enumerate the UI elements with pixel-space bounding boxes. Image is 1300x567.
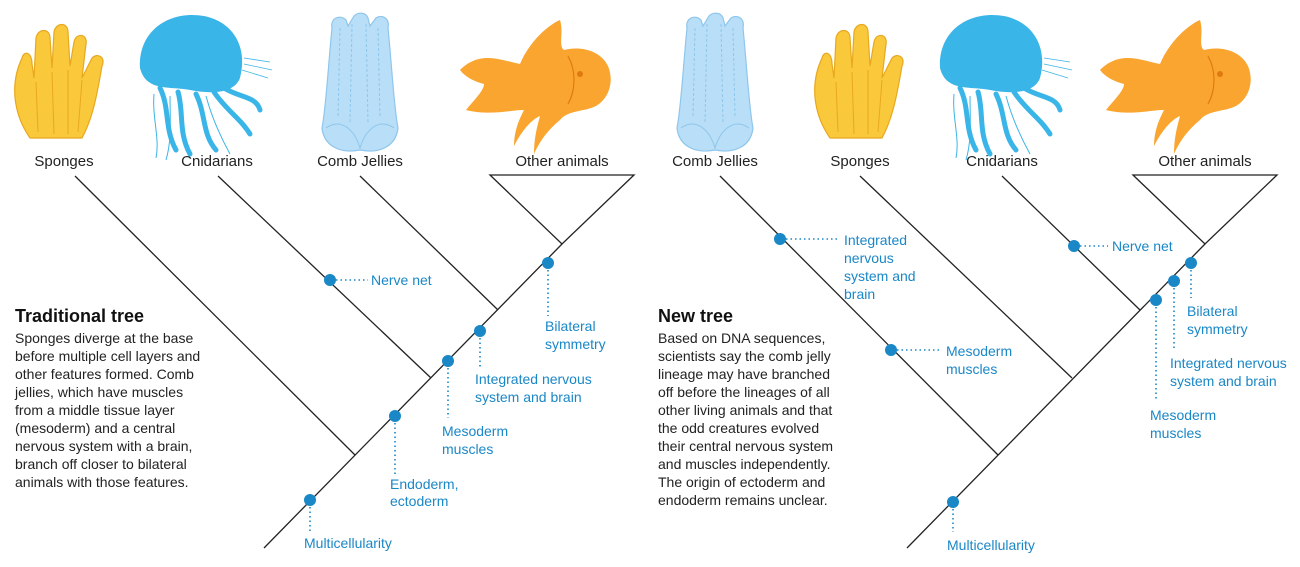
panel-description: Sponges diverge at the base before multi… [15, 330, 201, 490]
comb-jelly-illustration [676, 12, 754, 152]
feature-label-mesoderm: muscles [1150, 425, 1201, 441]
clade-other-animals [1131, 174, 1279, 245]
feature-label-bilateral: symmetry [545, 336, 606, 352]
sponge-illustration [814, 23, 904, 139]
branch-sponges [859, 175, 1073, 379]
clade-other-animals [488, 174, 636, 245]
taxon-label-cnidarians: Cnidarians [181, 153, 253, 170]
feature-dot [1168, 275, 1180, 287]
new-tree-caption: New tree Based on DNA sequences, scienti… [658, 306, 838, 509]
traditional-tree-caption: Traditional tree Sponges diverge at the … [15, 306, 205, 491]
feature-label-endoderm: Endoderm, [390, 476, 458, 492]
feature-label-integrated-nervous: system and [844, 268, 916, 284]
taxon-label-comb-jellies: Comb Jellies [317, 153, 403, 170]
feature-dot [885, 344, 897, 356]
branch-comb-jellies [719, 175, 999, 456]
taxon-label-cnidarians: Cnidarians [966, 153, 1038, 170]
new-tree: Comb Jellies Sponges Cnidarians Other an… [672, 153, 1287, 553]
feature-label-mesoderm: Mesoderm [442, 423, 508, 439]
taxon-label-sponges: Sponges [34, 153, 93, 170]
feature-label-mesoderm: Mesoderm [946, 343, 1012, 359]
taxon-label-comb-jellies: Comb Jellies [672, 153, 758, 170]
feature-label-nerve-net: Nerve net [1112, 238, 1173, 254]
cnidarian-illustration [140, 15, 272, 160]
feature-label-integrated-nervous: Integrated nervous [1170, 355, 1287, 371]
feature-dot [1068, 240, 1080, 252]
feature-label-mesoderm: muscles [946, 361, 997, 377]
feature-label-multicellularity: Multicellularity [304, 535, 392, 551]
traditional-tree: Sponges Cnidarians Comb Jellies Other an… [34, 153, 636, 551]
feature-label-integrated-nervous: system and brain [475, 389, 582, 405]
feature-label-integrated-nervous: brain [844, 286, 875, 302]
comb-jelly-illustration [321, 12, 399, 152]
feature-label-bilateral: symmetry [1187, 321, 1248, 337]
feature-label-mesoderm: muscles [442, 441, 493, 457]
panel-title: New tree [658, 306, 734, 326]
fish-illustration [459, 19, 612, 155]
taxon-label-other-animals: Other animals [515, 153, 608, 170]
panel-description: Based on DNA sequences, scientists say t… [658, 330, 834, 508]
feature-label-nerve-net: Nerve net [371, 272, 432, 288]
branch-sponges [74, 175, 356, 456]
feature-label-bilateral: Bilateral [545, 318, 596, 334]
cnidarian-illustration [940, 15, 1072, 160]
feature-label-integrated-nervous: system and brain [1170, 373, 1277, 389]
feature-label-endoderm: ectoderm [390, 493, 448, 509]
feature-dot [947, 496, 959, 508]
taxon-label-other-animals: Other animals [1158, 153, 1251, 170]
feature-label-integrated-nervous: Integrated nervous [475, 371, 592, 387]
feature-dot [774, 233, 786, 245]
feature-label-mesoderm: Mesoderm [1150, 407, 1216, 423]
feature-dot [442, 355, 454, 367]
fish-illustration [1099, 19, 1252, 155]
panel-title: Traditional tree [15, 306, 145, 326]
feature-dot [389, 410, 401, 422]
feature-dot [542, 257, 554, 269]
feature-label-bilateral: Bilateral [1187, 303, 1238, 319]
feature-label-integrated-nervous: Integrated [844, 232, 907, 248]
feature-dot [474, 325, 486, 337]
feature-dot [324, 274, 336, 286]
feature-label-multicellularity: Multicellularity [947, 537, 1035, 553]
feature-dot [1150, 294, 1162, 306]
branch-comb-jellies [359, 175, 499, 311]
feature-dot [304, 494, 316, 506]
taxon-label-sponges: Sponges [830, 153, 889, 170]
sponge-illustration [14, 23, 104, 139]
feature-dot [1185, 257, 1197, 269]
branch-cnidarians [217, 175, 432, 379]
feature-label-integrated-nervous: nervous [844, 250, 894, 266]
